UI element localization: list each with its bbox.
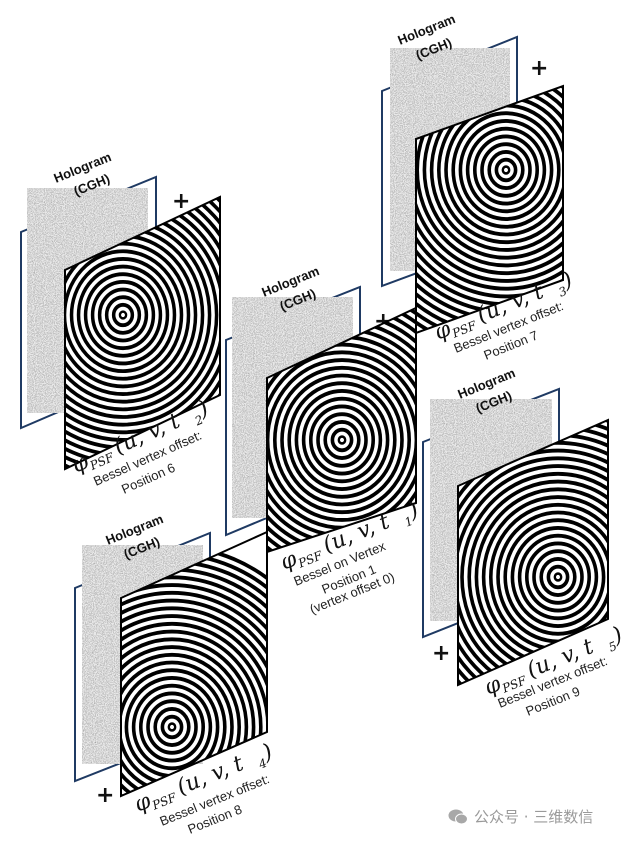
plus-sign: + [172,189,190,214]
bessel-ring-pattern [458,420,608,685]
plus-sign: + [96,783,114,808]
bessel-ring-pattern [416,86,563,333]
plus-sign: + [432,641,450,666]
watermark-text: 公众号 · 三维数信 [474,808,594,826]
panel-position-9: Hologram (CGH) + φ PSF (u, v, t 5 ) Bess… [422,365,626,719]
panel-position-1: Hologram (CGH) + φ PSF (u, v, t 1 ) Bess… [225,263,422,617]
watermark: 公众号 · 三维数信 [448,806,593,827]
wechat-icon [448,809,468,825]
bessel-ring-pattern [65,197,220,469]
bessel-ring-pattern [121,532,267,796]
bessel-ring-pattern [267,308,416,552]
plus-sign: + [530,56,548,81]
panel-position-6: Hologram (CGH) + φ PSF (u, v, t 2 ) Bess… [20,149,221,497]
